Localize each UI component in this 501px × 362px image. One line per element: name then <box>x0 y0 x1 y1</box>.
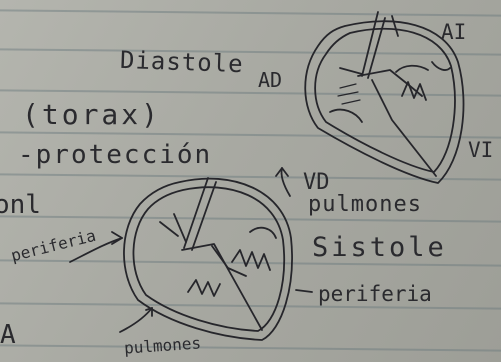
label-proteccion: -protección <box>18 140 212 170</box>
label-fragment: onl <box>0 190 41 220</box>
label-periferia-right: periferia <box>318 282 432 306</box>
label-torax: (torax) <box>22 98 161 131</box>
label-vi: VI <box>468 138 493 162</box>
label-pulmones-top: pulmones <box>308 192 422 217</box>
diastole-heart-drawing <box>305 12 463 183</box>
label-letter-a: A <box>0 320 16 350</box>
systole-heart-drawing <box>124 178 292 340</box>
label-ad: AD <box>258 68 282 92</box>
label-diastole: Diastole <box>120 46 244 78</box>
label-sistole: Sistole <box>312 232 447 263</box>
label-ai: AI <box>441 20 466 44</box>
